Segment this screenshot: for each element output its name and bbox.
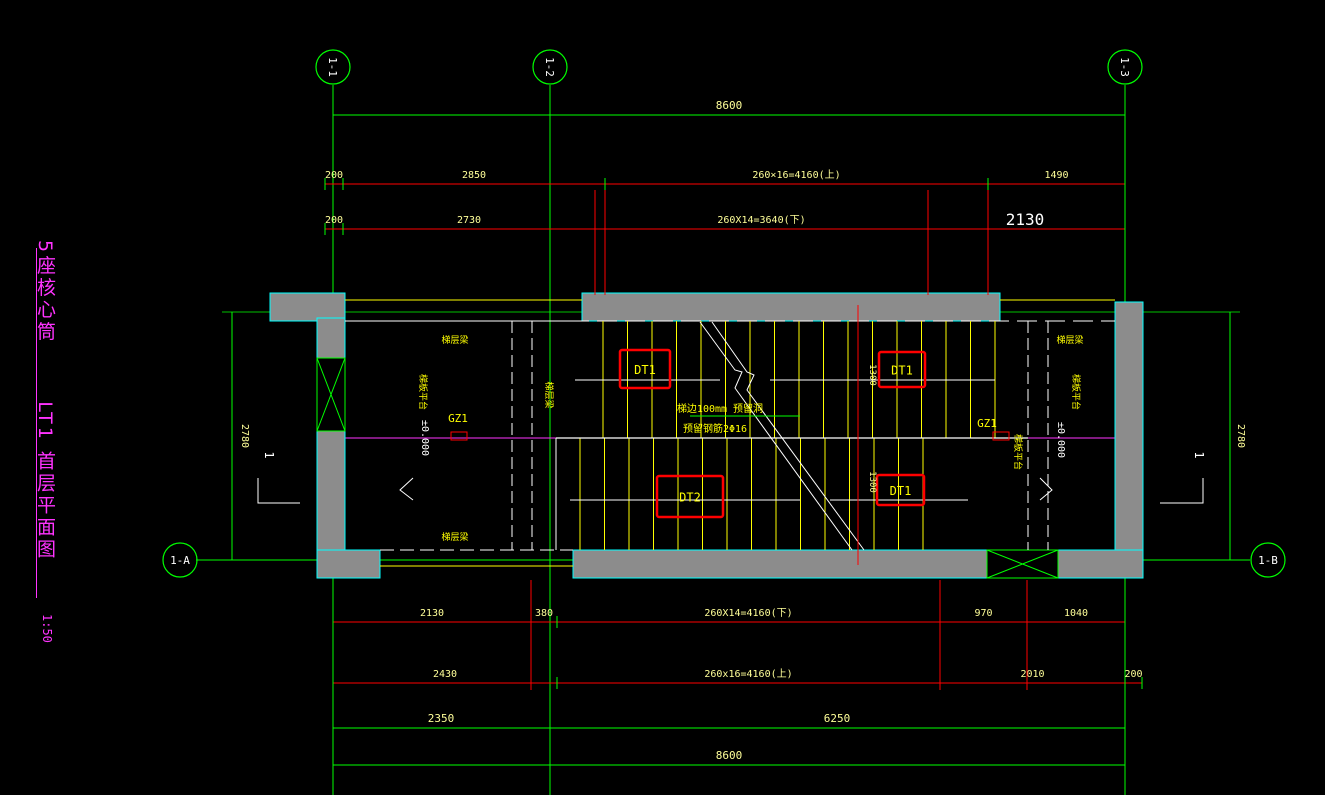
note-line-2: 预留钢筋2Φ16 — [683, 422, 747, 435]
axis-bubble-top-0 — [315, 49, 351, 85]
dim-bottom-row2-label-2: 2010 — [1020, 669, 1044, 680]
column-gz1-left — [450, 431, 468, 441]
axis-label-top-2: 1-3 — [1118, 57, 1131, 77]
label-gz1-left: GZ1 — [448, 412, 468, 425]
dim-bottom-row2-label-1: 260x16=4160(上) — [704, 668, 792, 680]
dim-mid-b: 1300 — [867, 471, 877, 493]
dim-bottom-row1-label-4: 1040 — [1064, 608, 1088, 619]
axis-bubble-side-0 — [162, 542, 198, 578]
dim-top-row1-label-0: 200 — [325, 170, 343, 181]
stair-label-0: DT1 — [634, 363, 656, 377]
title-underline — [36, 248, 37, 598]
axis-bubble-top-2 — [1107, 49, 1143, 85]
column-gz1-right — [992, 431, 1010, 441]
drawing-scale: 1:50 — [40, 614, 54, 643]
wall-bottom-right — [1057, 549, 1144, 579]
dim-bottom-row1-label-1: 380 — [535, 608, 553, 619]
dim-bottom-row1-label-0: 2130 — [420, 608, 444, 619]
window-left-x2 — [316, 357, 346, 432]
dimension-lines: 8600 200 2850 260×16=4160(上) 1490 200 2730 260X… — [231, 99, 1246, 766]
section-mark-left: 1 — [262, 451, 276, 458]
wall-top-mid — [581, 292, 1001, 322]
section-mark-right: 1 — [1192, 451, 1206, 458]
dim-bottom-row3-label-0: 2350 — [428, 712, 455, 725]
drawing-title-left: 5座核心筒 — [34, 240, 56, 344]
grid-lines — [196, 85, 1250, 795]
dim-top-row1-label-3: 1490 — [1044, 170, 1068, 181]
stair-highlight-2 — [655, 474, 725, 519]
label-slab-right-2: 梯板平台 — [1012, 434, 1024, 470]
wall-right — [1114, 301, 1144, 579]
dim-bottom-row2-label-0: 2430 — [433, 669, 457, 680]
axis-bubble-side-1 — [1250, 542, 1286, 578]
wall-bottom-left — [316, 549, 381, 579]
section-mark-right-line — [1160, 478, 1204, 504]
stair-label-1: DT1 — [891, 364, 913, 378]
axis-label-side-0: 1-A — [170, 554, 190, 567]
break-line-1 — [699, 321, 853, 551]
axis-bubble-top-1 — [532, 49, 568, 85]
label-level-left: ±0.000 — [419, 420, 430, 456]
label-slab-left: 梯板平台 — [417, 374, 429, 410]
dim-right-text: 2780 — [1235, 424, 1246, 448]
break-line-2 — [711, 321, 865, 551]
level-mark-left — [399, 477, 414, 501]
wall-bottom-mid — [572, 549, 988, 579]
stair-label-3: DT1 — [890, 484, 912, 498]
drawing-title-right: LT1 首层平面图 — [34, 401, 56, 561]
label-slab-right: 梯板平台 — [1070, 374, 1082, 410]
dim-top-row2-label-1: 2730 — [457, 215, 481, 226]
wall-top-left — [269, 292, 346, 322]
drawing-title: 5座核心筒 LT1 首层平面图 — [28, 240, 56, 561]
dim-left-text: 2780 — [239, 424, 250, 448]
dim-mid-a: 1300 — [867, 364, 877, 386]
dim-bottom-overall-text: 8600 — [716, 749, 743, 762]
stair-highlight-1 — [877, 350, 927, 389]
dim-top-row2-label-3: 2130 — [1006, 210, 1045, 229]
label-level-right: ±0.000 — [1055, 422, 1066, 458]
axis-label-top-1: 1-2 — [543, 57, 556, 77]
stair-highlight-0 — [618, 348, 672, 390]
axis-bubbles: 1-1 1-2 1-3 1-A 1-B — [162, 49, 1286, 578]
axis-label-side-1: 1-B — [1258, 554, 1278, 567]
dim-bottom-row2-label-3: 200 — [1124, 669, 1142, 680]
level-mark-right — [1039, 477, 1053, 501]
walls — [269, 292, 1144, 579]
stair-highlight-3 — [875, 473, 926, 507]
dim-top-row2-label-2: 260X14=3640(下) — [717, 215, 805, 226]
label-beam-bottom-left: 梯层梁 — [441, 531, 468, 543]
window-bottom-x2 — [986, 549, 1059, 579]
axis-label-top-0: 1-1 — [326, 57, 339, 77]
dim-top-overall-text: 8600 — [716, 99, 743, 112]
dim-bottom-row1-label-3: 970 — [974, 608, 992, 619]
label-beam-top-right: 梯层梁 — [1056, 334, 1083, 346]
stair-label-2: DT2 — [679, 491, 701, 505]
label-beam-vertical: 梯层梁 — [543, 381, 555, 408]
label-beam-top-left: 梯层梁 — [441, 334, 468, 346]
label-gz1-right: GZ1 — [977, 417, 997, 430]
dim-top-row2-label-0: 200 — [325, 215, 343, 226]
wall-left — [316, 317, 346, 579]
section-mark-left-line — [257, 478, 300, 504]
dim-top-row1-label-1: 2850 — [462, 170, 486, 181]
note-line-1: 梯边100mm 预留洞 — [677, 402, 763, 415]
dim-bottom-row3-label-1: 6250 — [824, 712, 851, 725]
dim-top-row1-label-2: 260×16=4160(上) — [752, 169, 840, 181]
dim-bottom-row1-label-2: 260X14=4160(下) — [704, 608, 792, 619]
